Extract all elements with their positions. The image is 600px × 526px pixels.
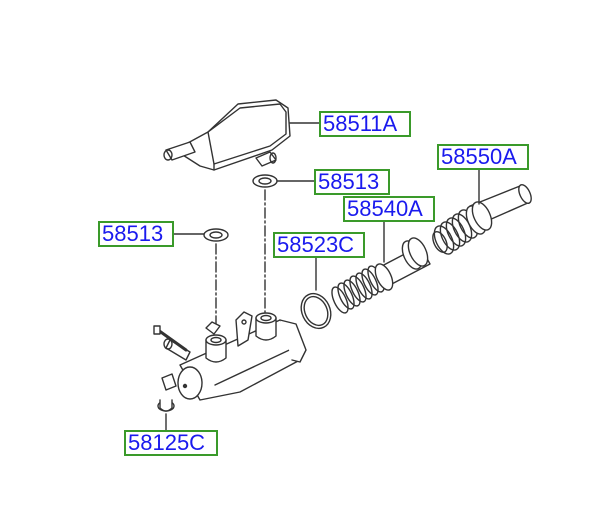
bleeder-part xyxy=(157,399,215,451)
secondary-piston-part xyxy=(432,169,532,255)
grommet-left-part xyxy=(173,228,229,331)
part-label-58511A[interactable]: 58511A xyxy=(319,111,411,137)
grommet-right-part xyxy=(252,174,315,313)
part-label-58550A[interactable]: 58550A xyxy=(437,144,529,170)
reservoir-part xyxy=(163,99,320,171)
part-label-58125C[interactable]: 58125C xyxy=(124,430,218,456)
part-label-58523C[interactable]: 58523C xyxy=(273,232,365,258)
part-label-58513-right[interactable]: 58513 xyxy=(314,169,390,195)
primary-piston-part xyxy=(331,221,431,314)
part-label-58540A[interactable]: 58540A xyxy=(343,196,435,222)
part-label-58513-left[interactable]: 58513 xyxy=(98,221,174,247)
master-cylinder-body xyxy=(153,311,307,401)
o-ring-part xyxy=(300,257,332,330)
